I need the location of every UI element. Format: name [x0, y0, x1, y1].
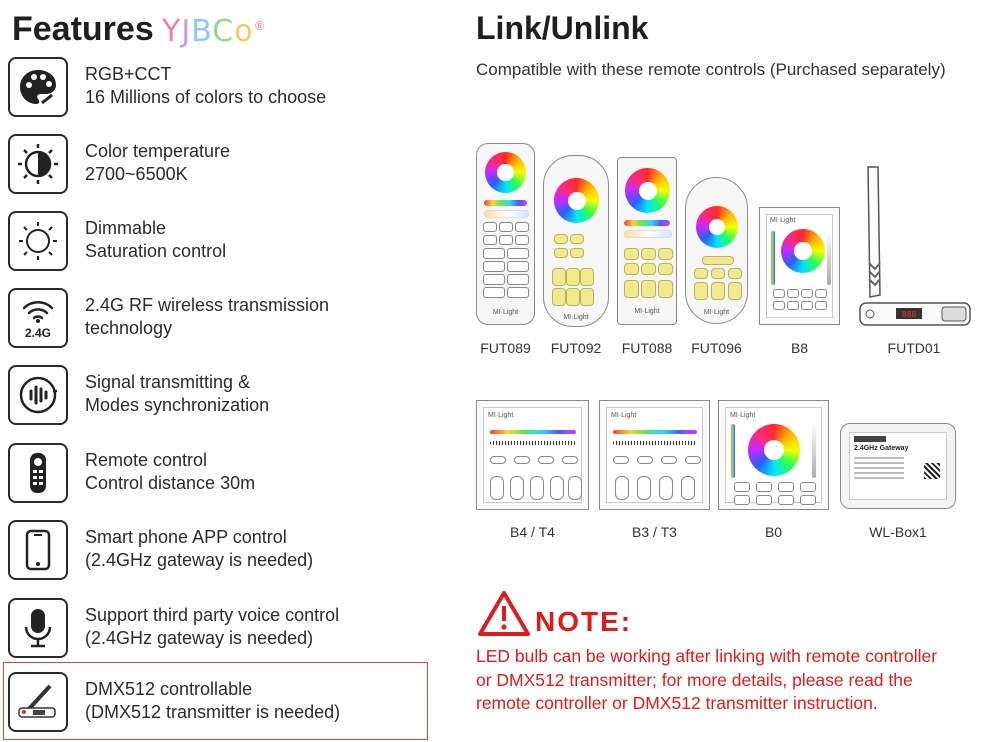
signal-sync-icon: [8, 365, 68, 425]
feature-line2: Saturation control: [85, 241, 227, 261]
dmx-transmitter-icon: [8, 672, 68, 732]
svg-text:2.4G: 2.4G: [25, 326, 51, 340]
feature-line2: Modes synchronization: [85, 395, 270, 415]
remote-b0-image: MI·Light: [718, 400, 829, 510]
feature-line1: Support third party voice control: [85, 605, 340, 625]
remote-fut096-image: MI·Light: [685, 177, 748, 324]
feature-line1: Color temperature: [85, 141, 231, 161]
feature-line1: RGB+CCT: [85, 64, 172, 84]
remote-b4-t4-image: MI·Light: [476, 400, 589, 510]
remote-futd01-label: FUTD01: [887, 340, 941, 356]
remote-fut096-label: FUT096: [691, 340, 742, 356]
note-title: NOTE:: [535, 606, 633, 637]
dmx-highlight-box: [3, 662, 428, 740]
microphone-icon: [8, 598, 68, 658]
palette-icon: [8, 57, 68, 117]
feature-line2: (DMX512 transmitter is needed): [85, 702, 341, 722]
remote-b3-t3-image: MI·Light: [599, 400, 710, 510]
feature-line1: 2.4G RF wireless transmission: [85, 295, 330, 315]
remote-b3-t3-label: B3 / T3: [632, 524, 677, 540]
sun-dimmable-icon: [8, 211, 68, 271]
smartphone-icon: [8, 520, 68, 580]
feature-line1: Dimmable: [85, 218, 167, 238]
remote-fut092-label: FUT092: [550, 340, 602, 356]
feature-line1: Remote control: [85, 450, 208, 470]
feature-app-control: Smart phone APP control (2.4GHz gateway i…: [8, 520, 428, 590]
brand-logo: YJBCo®: [162, 14, 267, 49]
color-temperature-icon: [8, 134, 68, 194]
wl-box1-gateway-image: 2.4GHz Gateway: [840, 423, 956, 509]
feature-rf-wireless: 2.4G 2.4G RF wireless transmission techno…: [8, 288, 428, 358]
feature-dmx512: DMX512 controllable (DMX512 transmitter i…: [8, 672, 428, 742]
feature-line2: technology: [85, 318, 173, 338]
feature-voice-control: Support third party voice control (2.4GHz…: [8, 598, 428, 668]
warning-icon: [478, 590, 530, 641]
feature-line2: 16 Millions of colors to choose: [85, 87, 327, 107]
feature-line2: (2.4GHz gateway is needed): [85, 550, 314, 570]
compatibility-subtitle: Compatible with these remote controls (P…: [476, 60, 946, 79]
feature-line2: 2700~6500K: [85, 164, 188, 184]
remote-fut092-image: MI·Light: [543, 155, 609, 327]
feature-color-temperature: Color temperature 2700~6500K: [8, 134, 428, 204]
note-body: LED bulb can be working after linking wi…: [476, 646, 938, 713]
remote-b0-label: B0: [764, 524, 783, 540]
feature-line1: Signal transmitting &: [85, 372, 251, 392]
remote-fut088-label: FUT088: [621, 340, 673, 356]
feature-line2: Control distance 30m: [85, 473, 256, 493]
wl-box1-label: WL-Box1: [869, 524, 927, 540]
features-title: Features: [12, 10, 154, 48]
link-unlink-title: Link/Unlink: [476, 10, 649, 46]
feature-line2: (2.4GHz gateway is needed): [85, 628, 314, 648]
remote-fut088-image: MI·Light: [617, 157, 677, 325]
feature-signal-sync: Signal transmitting & Modes synchronizati…: [8, 365, 428, 435]
remote-futd01-image: 888: [856, 165, 972, 330]
feature-line1: Smart phone APP control: [85, 527, 287, 547]
feature-rgb-cct: RGB+CCT 16 Millions of colors to choose: [8, 57, 428, 127]
remote-b4-t4-label: B4 / T4: [510, 524, 555, 540]
remote-fut089-label: FUT089: [480, 340, 531, 356]
remote-b8-image: MI·Light: [759, 207, 840, 325]
remote-fut089-image: MI·Light: [476, 143, 535, 325]
svg-text:888: 888: [902, 310, 917, 319]
remote-icon: [8, 443, 68, 503]
feature-line1: DMX512 controllable: [85, 679, 253, 699]
remote-b8-label: B8: [790, 340, 809, 356]
wifi-2-4g-icon: 2.4G: [8, 288, 68, 348]
